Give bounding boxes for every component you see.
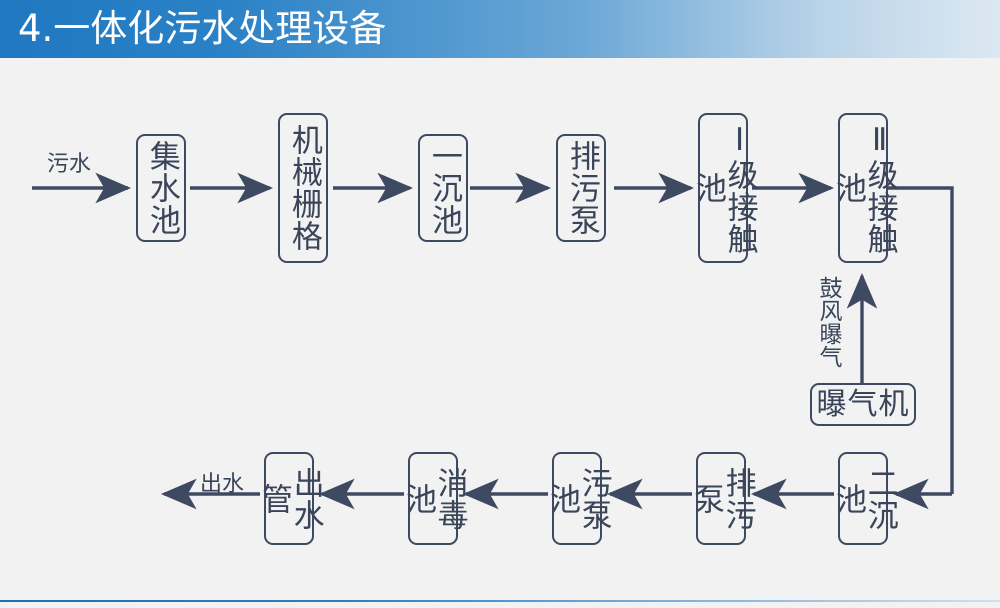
node-label: 二沉池 — [830, 466, 898, 531]
node-label: 出水管 — [256, 466, 324, 531]
node-label: 排污泵 — [563, 140, 600, 236]
node-contact-tank-1[interactable]: Ⅰ级接触池 — [690, 113, 758, 263]
node-label: 消毒池 — [400, 466, 468, 531]
inflow-label: 污水 — [47, 152, 92, 177]
node-contact-tank-2[interactable]: Ⅱ级接触池 — [830, 113, 898, 263]
node-aerator[interactable]: 曝气机 — [810, 383, 916, 426]
outflow-label: 出水 — [200, 472, 245, 497]
node-collection-tank[interactable]: 集水池 — [136, 134, 186, 242]
node-primary-settler[interactable]: 一沉池 — [418, 134, 468, 242]
node-sewage-pump-top[interactable]: 排污泵 — [556, 134, 606, 242]
node-secondary-settler[interactable]: 二沉池 — [830, 452, 898, 545]
wire-contact-tank-2-to-secondary-settler — [886, 186, 954, 494]
node-mechanical-grate[interactable]: 机械栅格 — [278, 113, 328, 263]
process-flow-diagram: 污水 出水 鼓风曝气 集水池 机械栅格 一沉池 排污泵 Ⅰ级接触池 Ⅱ级接触池 … — [0, 58, 1000, 600]
node-label: Ⅱ级接触池 — [830, 121, 898, 255]
flow-connectors — [32, 172, 954, 510]
node-label: Ⅰ级接触池 — [690, 121, 758, 255]
page-title: 4.一体化污水处理设备 — [18, 7, 387, 50]
node-label: 曝气机 — [816, 386, 910, 422]
footer-divider — [0, 600, 1000, 602]
node-label: 一沉池 — [425, 140, 462, 236]
node-label: 集水池 — [143, 140, 180, 236]
node-label: 排污泵 — [688, 466, 756, 531]
node-label: 机械栅格 — [285, 124, 322, 252]
node-label: 污泵池 — [544, 466, 612, 531]
node-disinfection-tank[interactable]: 消毒池 — [400, 452, 468, 545]
node-outlet-pipe[interactable]: 出水管 — [256, 452, 324, 545]
node-sludge-pump-tank[interactable]: 污泵池 — [544, 452, 612, 545]
slide-title-bar: 4.一体化污水处理设备 — [0, 0, 1000, 58]
aeration-label: 鼓风曝气 — [815, 276, 841, 368]
node-sewage-pump-bottom[interactable]: 排污泵 — [688, 452, 756, 545]
